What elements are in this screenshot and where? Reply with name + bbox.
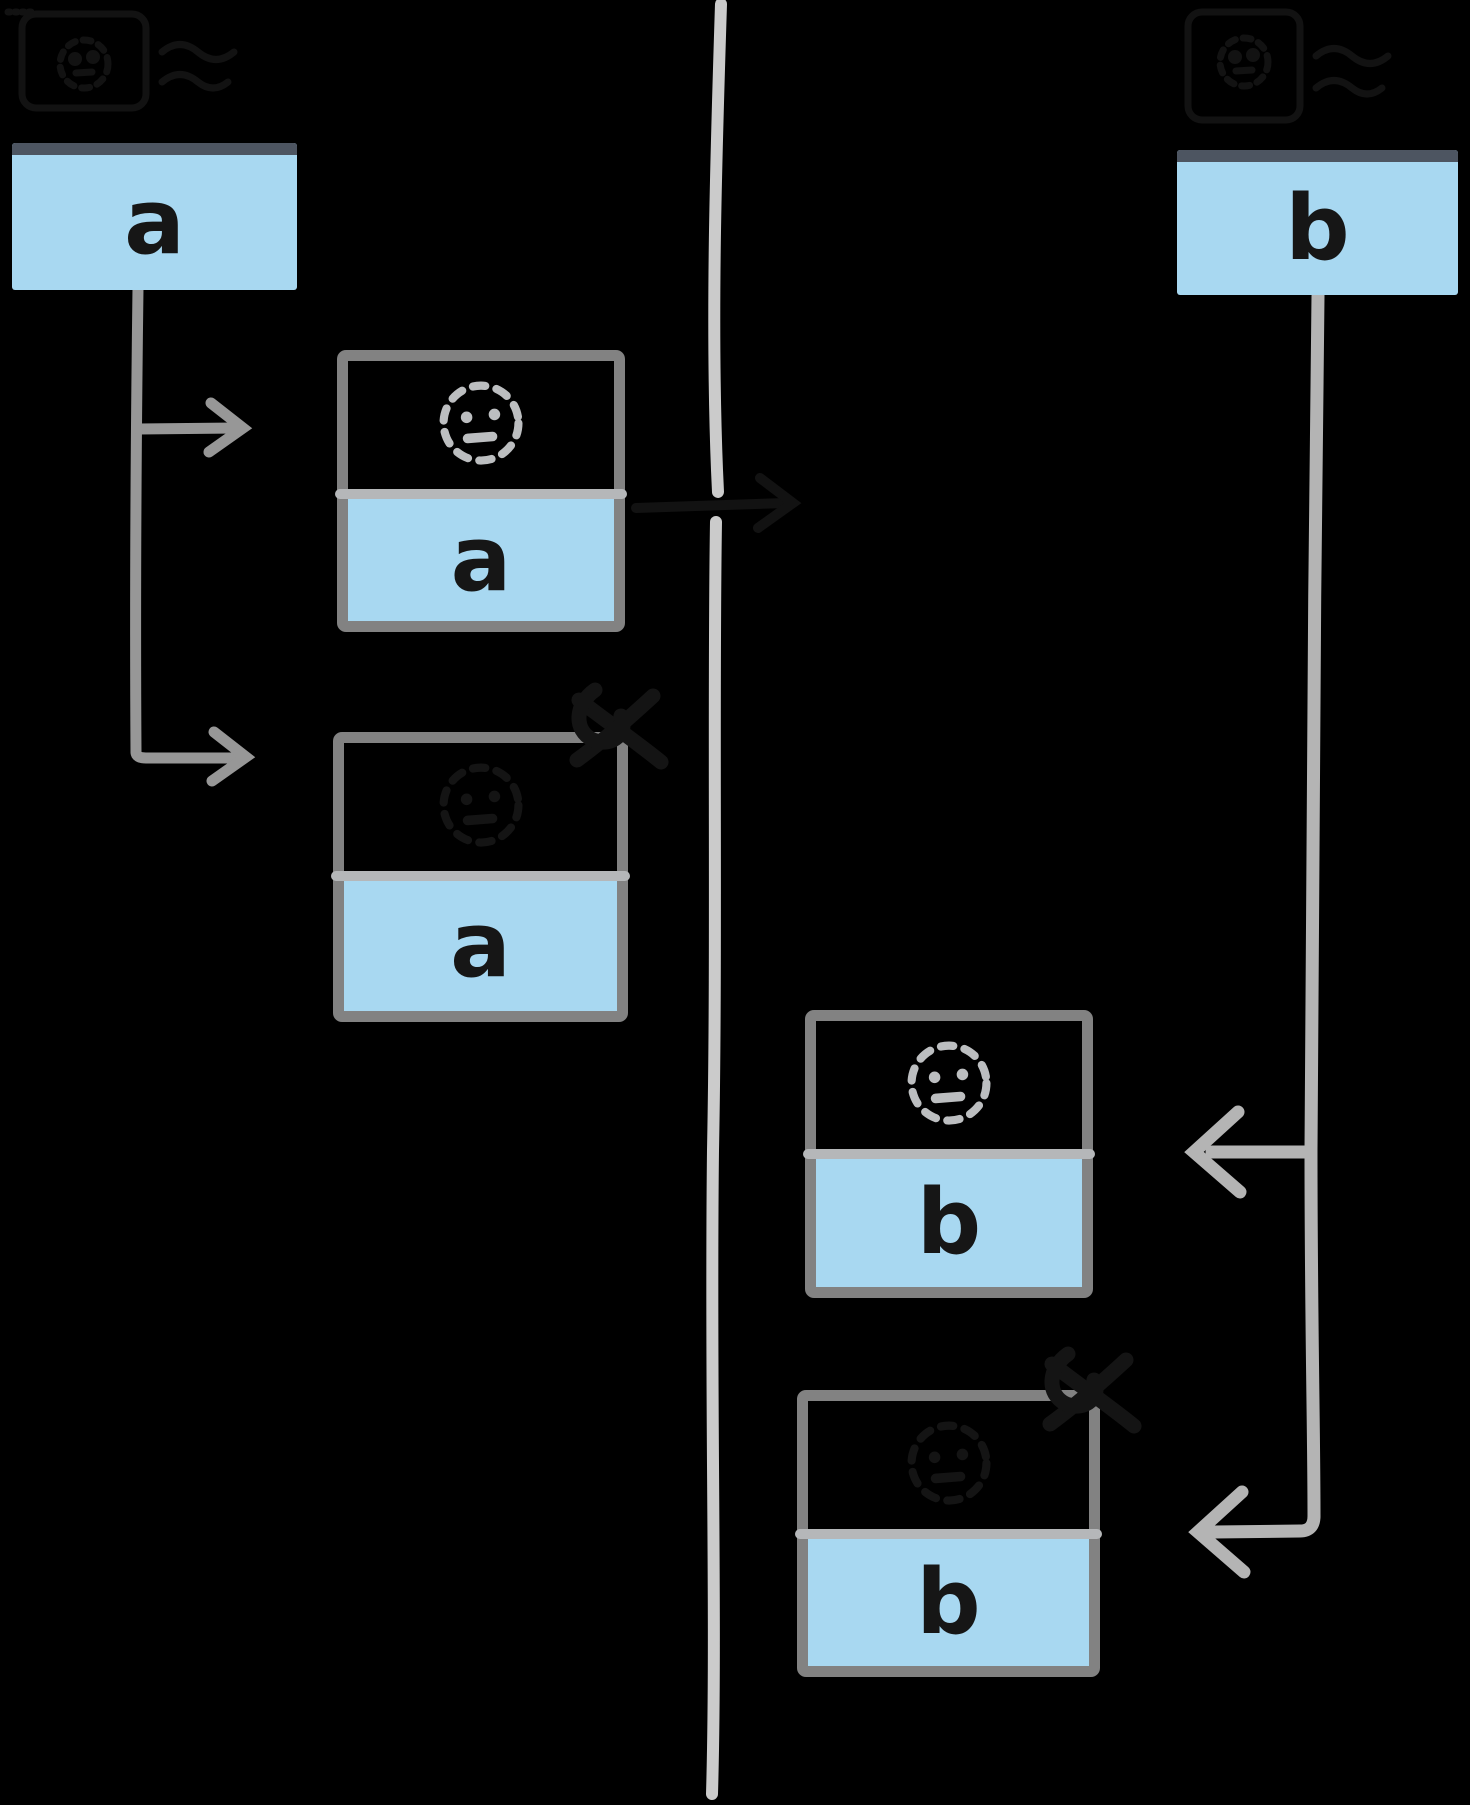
window-a-titlebar — [12, 143, 297, 155]
message-b-1-letter-half: b — [816, 1159, 1082, 1287]
message-a-1-ghost-half — [348, 361, 614, 489]
crossed-out-icon — [569, 682, 669, 770]
window-b-connector — [1184, 289, 1325, 1579]
channel-divider-line — [706, 0, 727, 1800]
channel-crossing-arrow — [631, 473, 802, 533]
arrow-into-message-b2-head — [1188, 1485, 1251, 1579]
message-b-2-ghost-half — [808, 1401, 1089, 1529]
window-a-connector-trunk — [130, 282, 144, 758]
window-b-icon — [1184, 8, 1304, 124]
message-b-1-ghost-half — [816, 1021, 1082, 1149]
message-a-1-letter-half: a — [348, 499, 614, 621]
ghost-face-icon — [438, 763, 523, 847]
browser-window-b: b — [1177, 150, 1458, 295]
window-b-connector-trunk — [1304, 289, 1325, 1523]
message-b-2-letter-half: b — [808, 1539, 1089, 1666]
message-letter: b — [916, 1549, 981, 1655]
window-a-label: a — [124, 169, 185, 275]
message-box-b-2: b — [795, 1390, 1102, 1677]
crossed-out-icon — [1042, 1346, 1142, 1434]
arrow-into-message-b1-head — [1184, 1105, 1247, 1199]
message-divider — [335, 489, 627, 499]
message-divider — [331, 871, 630, 881]
arrow-into-message-b2 — [1207, 1509, 1321, 1539]
arrow-into-message-a2 — [130, 746, 244, 764]
message-box-a-2: a — [331, 732, 630, 1022]
window-a-pane: a — [12, 155, 297, 290]
window-b-pane: b — [1177, 162, 1458, 295]
message-a-2-letter-half: a — [344, 881, 617, 1011]
browser-window-a: a — [12, 143, 297, 290]
window-a-title-squiggle — [158, 41, 238, 92]
message-letter: b — [916, 1170, 982, 1275]
window-b-label: b — [1285, 175, 1350, 281]
window-b-title-squiggle — [1312, 45, 1392, 98]
window-a-icon — [4, 8, 150, 112]
message-a-2-ghost-half — [344, 743, 617, 871]
message-letter: a — [450, 893, 511, 998]
window-b-titlebar — [1177, 150, 1458, 162]
message-letter: a — [450, 507, 512, 612]
message-box-a-1: a — [335, 350, 627, 632]
arrow-into-message-a2-head — [206, 726, 256, 787]
ghost-face-icon — [907, 1041, 991, 1125]
message-divider — [803, 1149, 1095, 1159]
ghost-face-icon — [439, 381, 523, 465]
ghost-face-icon — [906, 1421, 991, 1505]
message-divider — [795, 1529, 1102, 1539]
message-box-b-1: b — [803, 1010, 1095, 1298]
window-a-connector — [130, 282, 256, 787]
channel-crossing-arrow-head — [753, 473, 802, 533]
arrow-into-message-a1-head — [203, 397, 253, 458]
arrow-into-message-a1 — [133, 422, 242, 435]
